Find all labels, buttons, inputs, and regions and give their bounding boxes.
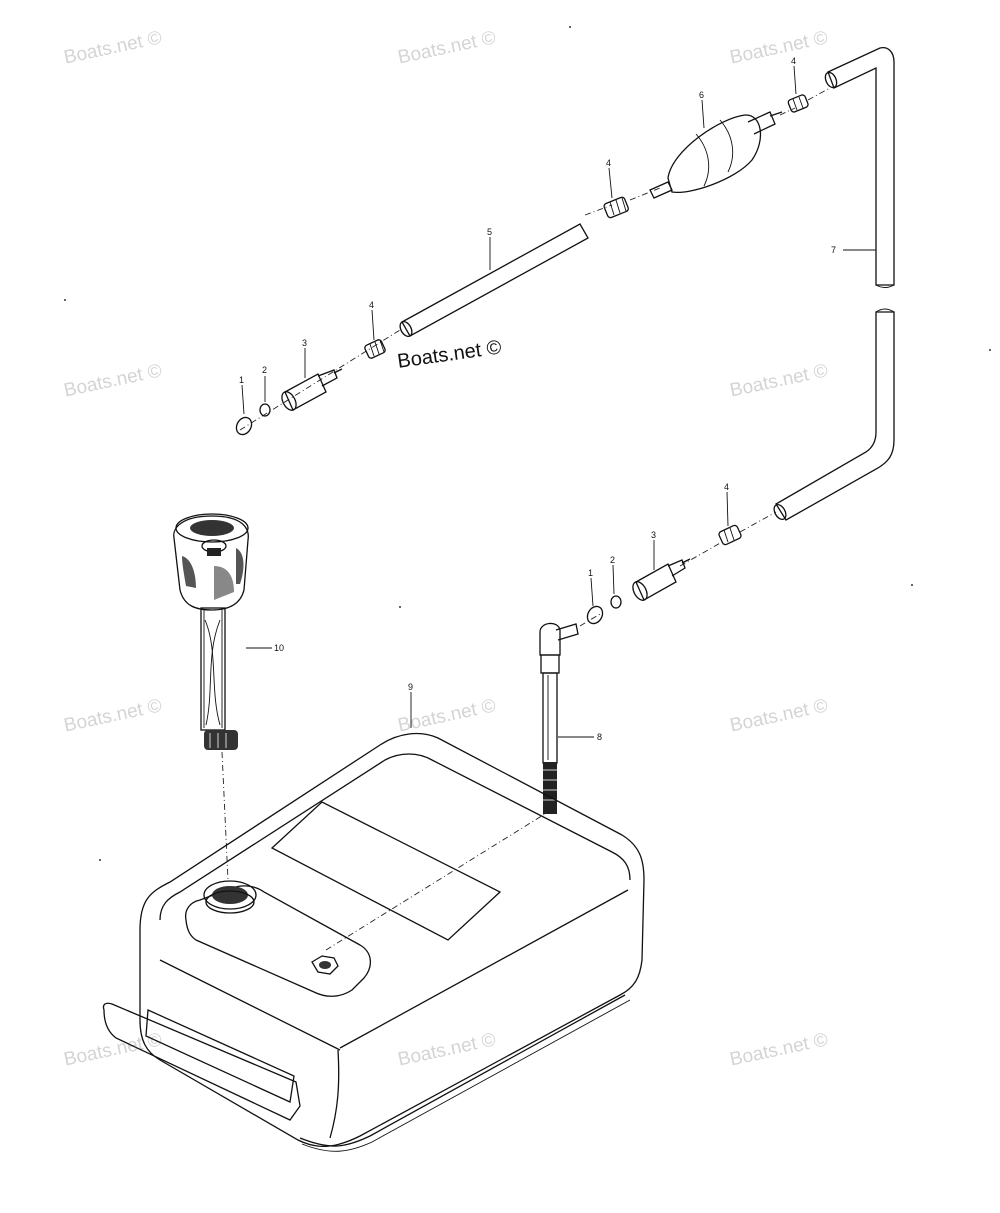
leader-line: [612, 564, 615, 595]
assembly-centerline: [629, 187, 661, 201]
scan-speck: [399, 606, 401, 608]
callout-7: 7: [831, 245, 836, 255]
assembly-centerline: [584, 204, 613, 216]
leader-line: [371, 309, 375, 341]
callout-5: 5: [487, 227, 492, 237]
part-1-clamp-lower: [586, 605, 604, 625]
part-10-fuel-gauge: [173, 513, 249, 750]
part-3-connector-lower: [632, 558, 691, 601]
assembly-centerline: [739, 511, 777, 533]
leader-line: [608, 167, 613, 199]
pickup-centerline: [325, 811, 549, 951]
part-3-connector-upper: [281, 368, 343, 411]
callout-1: 1: [239, 375, 244, 385]
part-1-clamp-upper: [235, 416, 253, 436]
callout-6: 6: [699, 90, 704, 100]
scan-speck: [99, 859, 101, 861]
leader-line: [590, 577, 594, 607]
part-6-primer-bulb: [649, 111, 783, 199]
leader-line: [793, 65, 797, 95]
part-5-fuel-hose: [399, 223, 589, 338]
callout-4: 4: [791, 56, 796, 66]
callout-9: 9: [408, 682, 413, 692]
part-2-oring-upper: [259, 403, 271, 417]
leader-line: [701, 99, 705, 129]
assembly-centerline: [807, 87, 831, 101]
callout-2: 2: [610, 555, 615, 565]
callout-2: 2: [262, 365, 267, 375]
scan-speck: [989, 349, 991, 351]
callout-8: 8: [597, 732, 602, 742]
scan-speck: [911, 584, 913, 586]
callout-4: 4: [724, 482, 729, 492]
part-7-long-hose-lower: [773, 308, 895, 521]
callout-10: 10: [274, 643, 284, 653]
assembly-centerline: [779, 107, 796, 116]
part-4-hose-clamp-c: [787, 94, 809, 113]
part-9-fuel-tank: [102, 732, 645, 1152]
assembly-centerline: [679, 541, 723, 567]
scan-speck: [569, 26, 571, 28]
part-4-hose-clamp-d: [718, 524, 742, 546]
part-7-long-hose-upper: [824, 46, 895, 288]
part-8-pickup-tube: [539, 622, 579, 814]
callout-3: 3: [651, 530, 656, 540]
gauge-centerline: [221, 751, 229, 881]
callout-1: 1: [588, 568, 593, 578]
leader-line: [726, 491, 729, 527]
leader-line: [241, 384, 245, 415]
part-4-hose-clamp-a: [364, 339, 386, 359]
callout-3: 3: [302, 338, 307, 348]
part-2-oring-lower: [610, 595, 622, 609]
callout-4: 4: [606, 158, 611, 168]
scan-speck: [64, 299, 66, 301]
assembly-centerline: [579, 613, 601, 627]
part-4-hose-clamp-b: [603, 196, 629, 219]
callout-4: 4: [369, 300, 374, 310]
